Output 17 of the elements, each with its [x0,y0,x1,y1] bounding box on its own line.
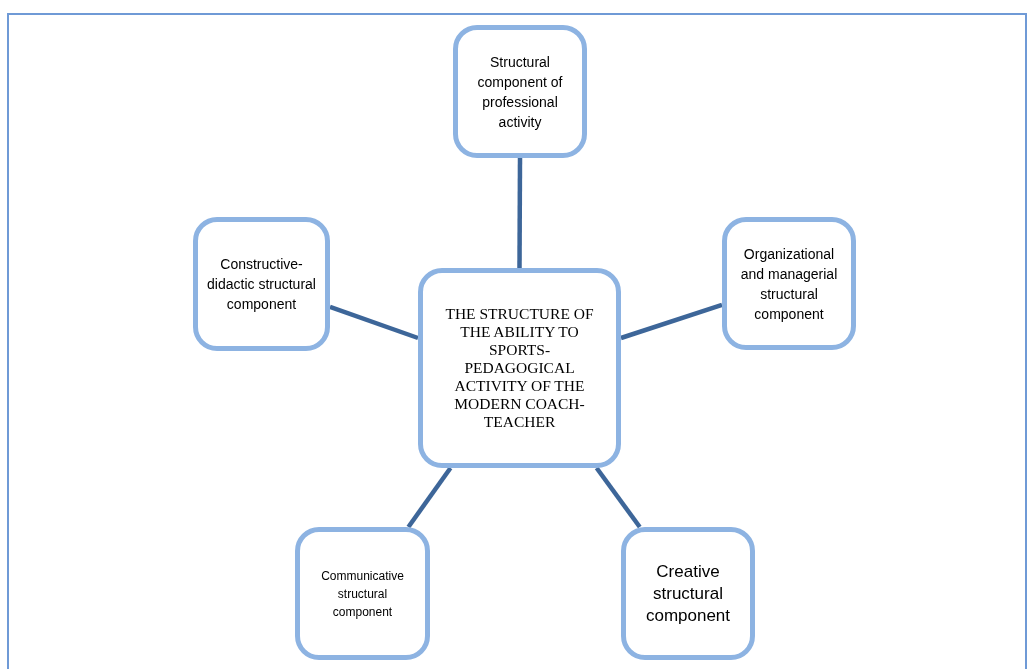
node-label: Constructive-didactic structural component [206,255,317,314]
connector-line [594,466,642,529]
node-label: THE STRUCTURE OF THE ABILITY TO SPORTS-PEDAGOGICAL ACTIVITY OF THE MODERN COACH-TEACHER [444,305,595,431]
connector-line [517,158,523,268]
rounded-box [193,217,330,351]
rounded-box [418,268,621,468]
rounded-box [453,25,587,158]
node-label: Creative structural component [644,560,732,627]
rounded-box [295,527,430,660]
rounded-box [621,527,755,660]
connector-line [406,466,453,529]
node-label: Structural component of professional activity [476,52,564,132]
node-label: Communicative structural component [320,567,405,621]
connector-line [329,304,419,341]
rounded-box [722,217,856,350]
connector-line [620,302,723,341]
node-label: Organizational and managerial structural component [739,244,839,324]
